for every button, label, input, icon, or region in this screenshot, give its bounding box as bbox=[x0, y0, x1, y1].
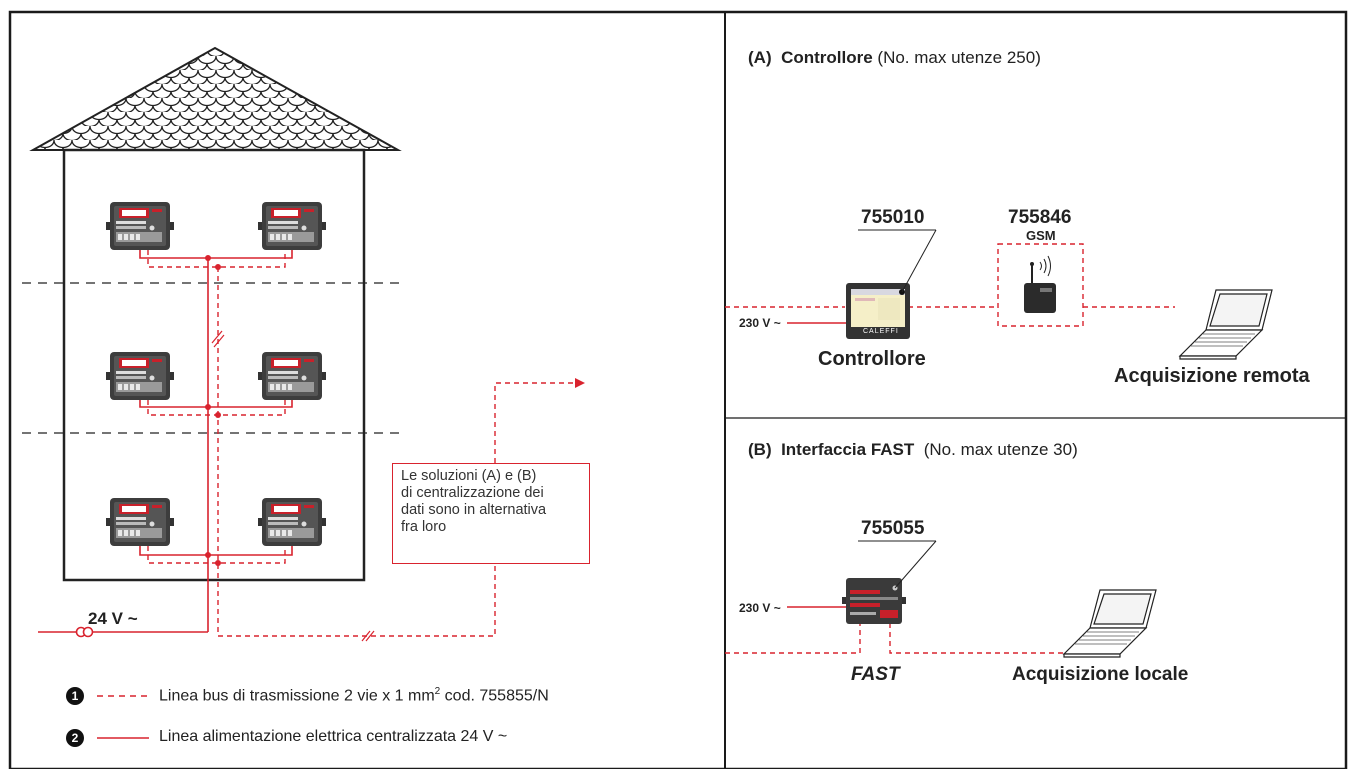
section-a-prefix: (A) bbox=[748, 48, 772, 67]
heat-meter bbox=[106, 352, 174, 400]
section-b-title: Interfaccia FAST bbox=[781, 440, 915, 459]
legend-text-after: cod. 755855/N bbox=[440, 687, 549, 705]
screen-brand: CALEFFI bbox=[863, 328, 899, 335]
house bbox=[22, 46, 405, 582]
interface-code: 755055 bbox=[861, 518, 925, 539]
junction-dots bbox=[205, 255, 221, 566]
fast-label: FAST bbox=[851, 664, 900, 685]
controller-label: Controllore bbox=[818, 348, 926, 370]
section-a-title: Controllore bbox=[781, 48, 873, 67]
gsm-code: 755846 bbox=[1008, 207, 1072, 228]
note-line: fra loro bbox=[401, 519, 447, 535]
legend-text: Linea bus di trasmissione 2 vie x 1 mm bbox=[159, 687, 435, 705]
power-line bbox=[38, 250, 293, 638]
interface-voltage-label: 230 V ~ bbox=[739, 601, 781, 615]
legend-number-2: 2 bbox=[66, 729, 84, 747]
heat-meter bbox=[106, 498, 174, 546]
section-a-subtitle: (No. max utenze 250) bbox=[877, 48, 1041, 67]
note-line: dati sono in alternativa bbox=[401, 502, 547, 518]
legend-bus-line: Linea bus di trasmissione 2 vie x 1 mm2 … bbox=[159, 686, 549, 705]
outer-frame bbox=[8, 10, 1348, 769]
heat-meter bbox=[106, 202, 174, 250]
remote-acquisition-label: Acquisizione remota bbox=[1114, 365, 1310, 387]
callout-line bbox=[894, 540, 937, 589]
laptop-local bbox=[1062, 589, 1157, 658]
section-a-heading: (A) Controllore (No. max utenze 250) bbox=[748, 48, 1041, 68]
section-b-subtitle: (No. max utenze 30) bbox=[923, 440, 1078, 459]
supply-voltage-label: 24 V ~ bbox=[88, 609, 138, 628]
callout-line bbox=[901, 229, 937, 293]
note-line: Le soluzioni (A) e (B) bbox=[401, 468, 537, 484]
heat-meter bbox=[258, 352, 326, 400]
controller-device bbox=[846, 283, 910, 339]
bus-line bbox=[147, 243, 1175, 654]
heat-meter bbox=[258, 202, 326, 250]
laptop-remote bbox=[1178, 289, 1273, 360]
note-line: di centralizzazione dei bbox=[401, 485, 544, 501]
roof bbox=[29, 46, 402, 151]
alternative-note: Le soluzioni (A) e (B) di centralizzazio… bbox=[392, 463, 590, 564]
local-acquisition-label: Acquisizione locale bbox=[1012, 664, 1189, 685]
heat-meter bbox=[258, 498, 326, 546]
section-b-prefix: (B) bbox=[748, 440, 772, 459]
section-b-heading: (B) Interfaccia FAST (No. max utenze 30) bbox=[748, 440, 1078, 460]
arrow-head bbox=[575, 378, 585, 388]
controller-code: 755010 bbox=[861, 207, 925, 228]
fast-interface-device bbox=[842, 578, 906, 624]
controller-voltage-label: 230 V ~ bbox=[739, 316, 781, 330]
wire-marks bbox=[211, 330, 375, 642]
legend-superscript: 2 bbox=[434, 686, 441, 697]
gsm-modem bbox=[1024, 255, 1056, 313]
legend-power-line: Linea alimentazione elettrica centralizz… bbox=[159, 728, 508, 745]
gsm-label: GSM bbox=[1026, 228, 1056, 243]
legend-number-1: 1 bbox=[66, 687, 84, 705]
